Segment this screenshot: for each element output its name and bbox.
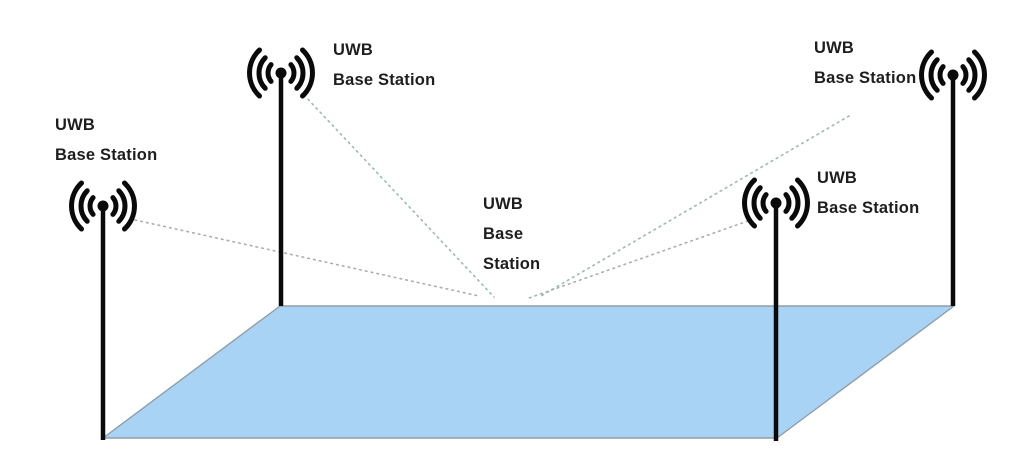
station-label-line: Station [483, 255, 541, 273]
station-label-line: UWB [817, 169, 858, 187]
station-label-line: UWB [55, 116, 96, 134]
station-label-line: Base Station [814, 69, 917, 87]
station-label-center: UWB Base Station [483, 189, 540, 279]
station-label-line: UWB [333, 41, 374, 59]
ranging-line-back-left [303, 94, 495, 298]
floor-plane [102, 305, 955, 439]
station-label-line: Base Station [333, 71, 436, 89]
station-label-front-right: UWB Base Station [817, 163, 919, 223]
ranging-line-back-right [540, 115, 850, 297]
station-label-line: UWB [814, 39, 855, 57]
station-label-left: UWB Base Station [55, 110, 157, 170]
ranging-line-left [134, 219, 480, 297]
station-label-line: Base Station [817, 199, 920, 217]
station-label-line: Base [483, 225, 524, 243]
ranging-line-front-right [528, 220, 749, 299]
station-label-line: Base Station [55, 146, 158, 164]
station-label-back-left: UWB Base Station [333, 35, 435, 95]
station-label-line: UWB [483, 195, 524, 213]
station-label-back-right: UWB Base Station [814, 33, 916, 93]
